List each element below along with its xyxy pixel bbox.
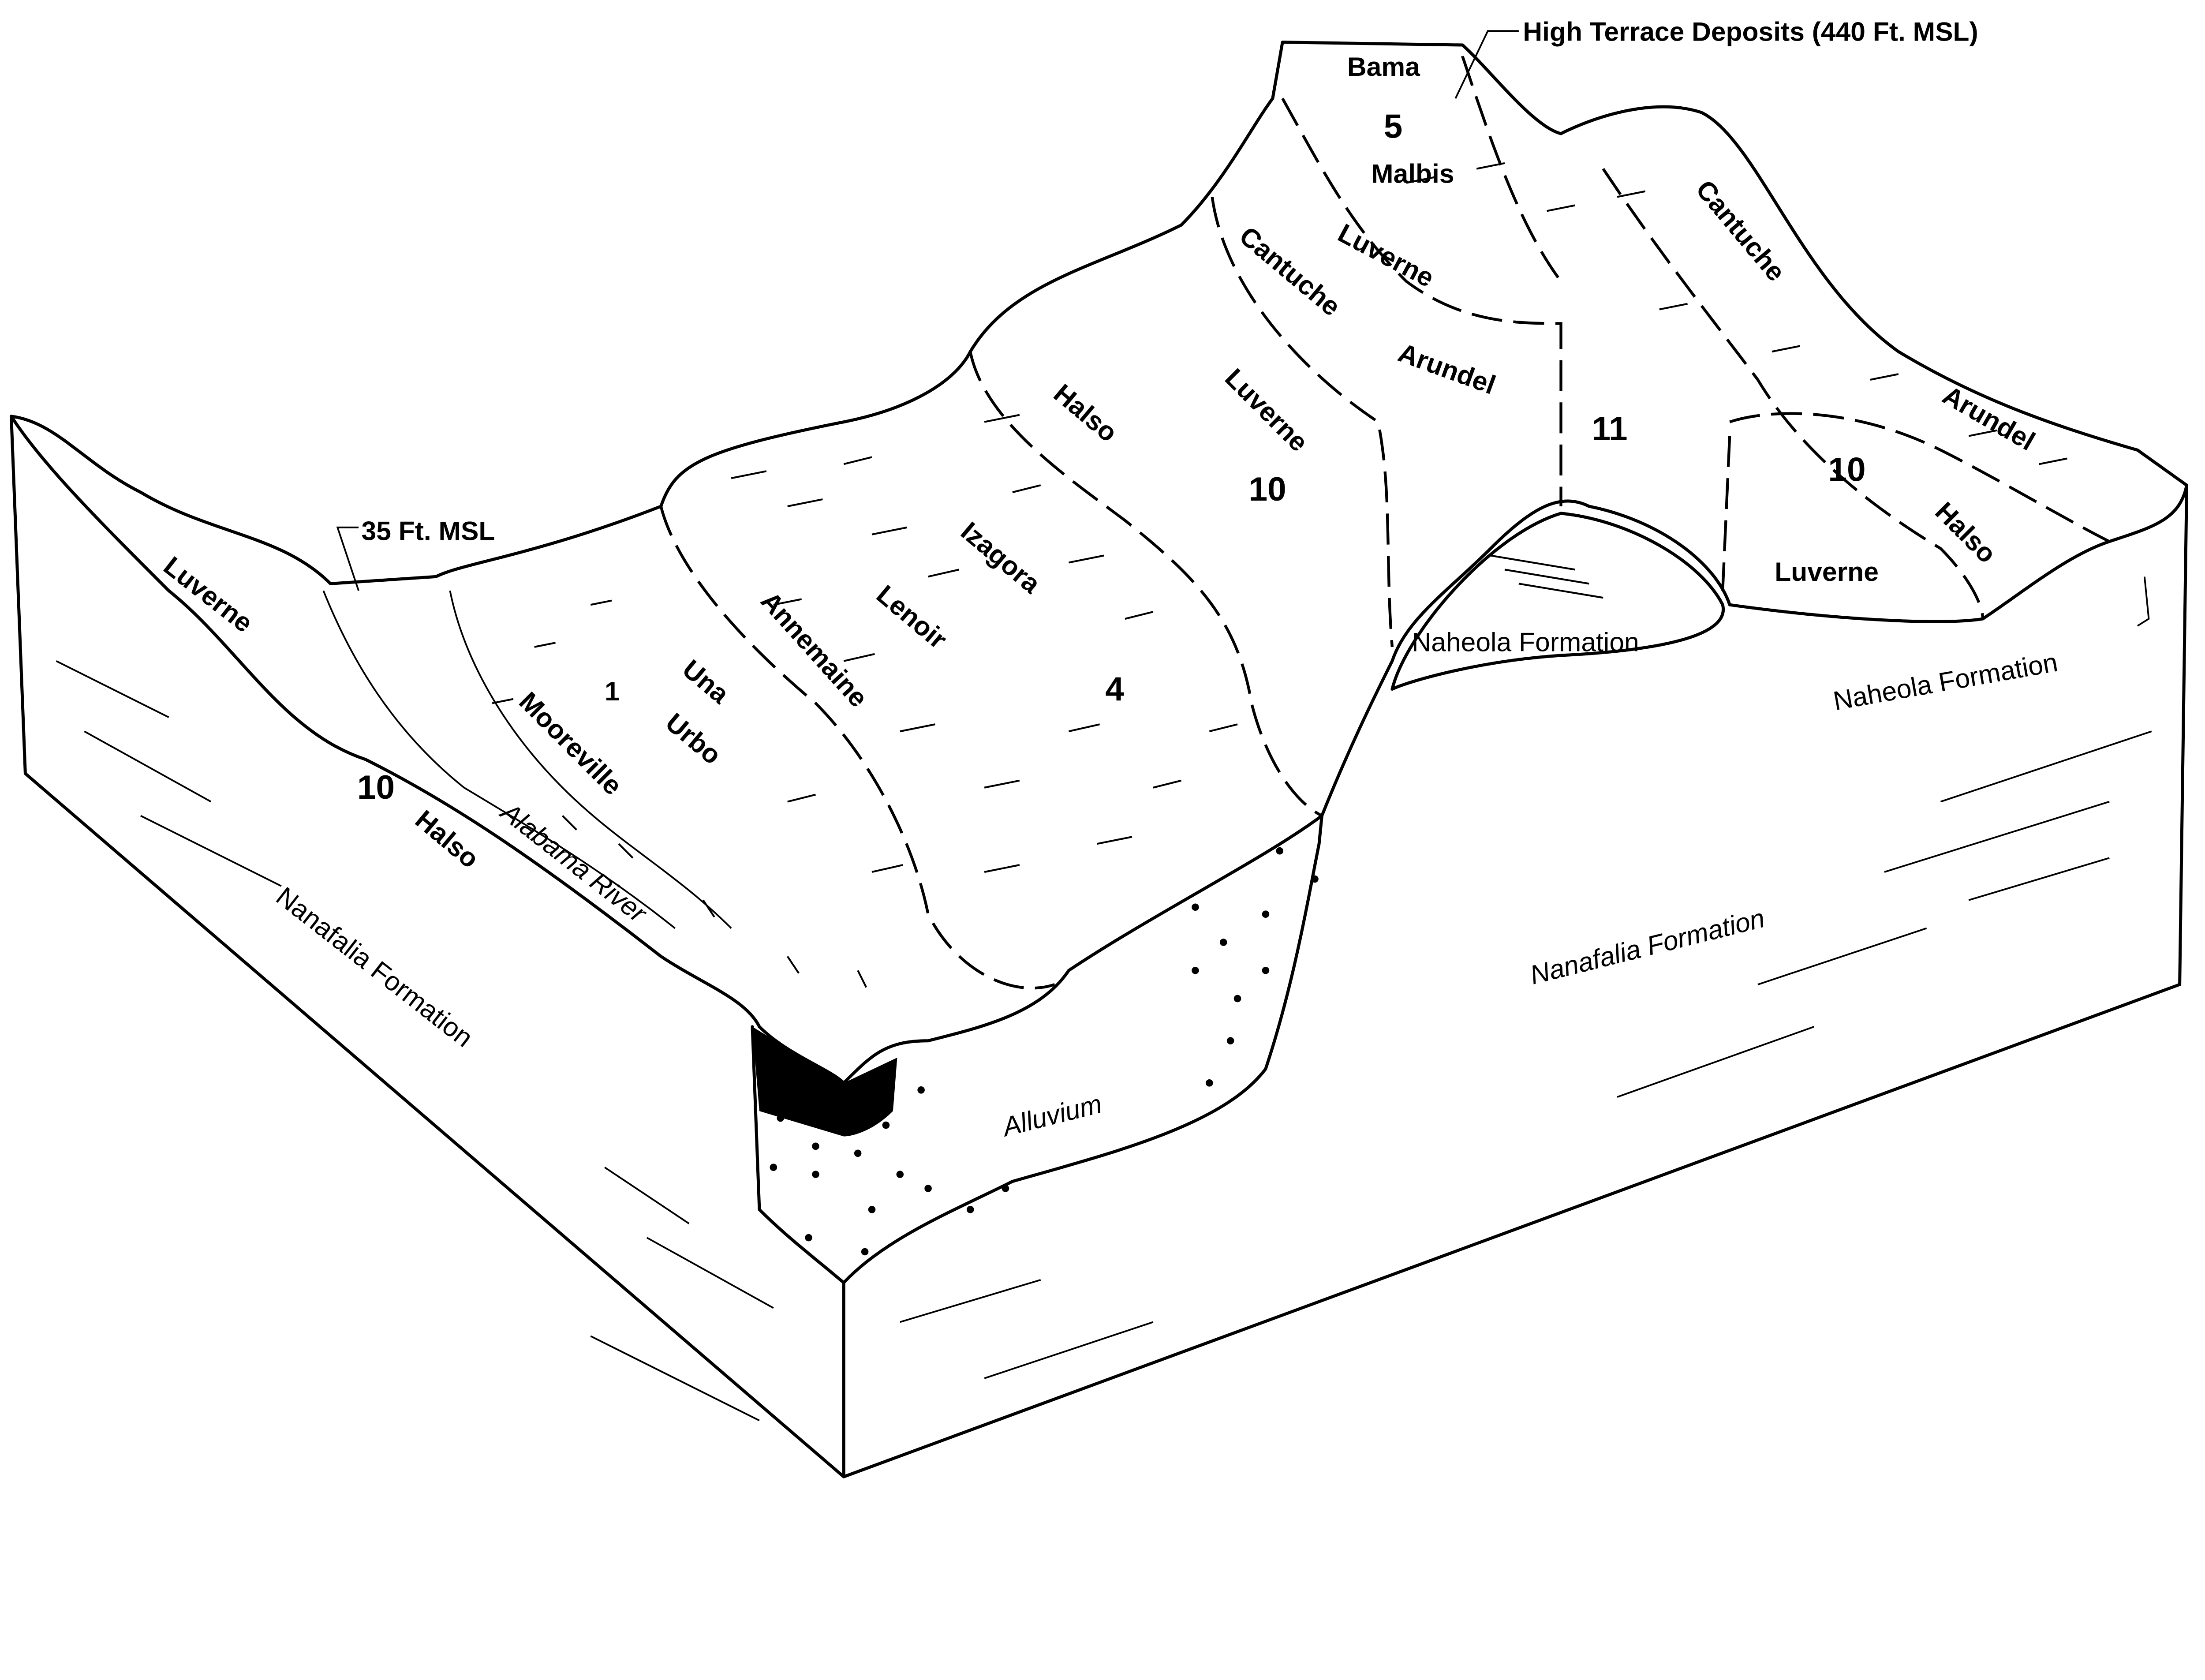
soil-cantuche-center: Cantuche <box>1234 221 1346 322</box>
soil-luverne-right: Luverne <box>1775 557 1879 587</box>
elevation-callout: 35 Ft. MSL <box>362 516 495 546</box>
soil-malbis: Malbis <box>1371 159 1454 189</box>
naheola-formation-center: Naheola Formation <box>1412 627 1639 657</box>
map-unit-4: 4 <box>1105 670 1124 708</box>
soil-halso-center: Halso <box>1048 378 1123 448</box>
soil-cantuche-right: Cantuche <box>1690 174 1792 287</box>
soil-lenoir: Lenoir <box>871 579 953 655</box>
soil-arundel-right: Arundel <box>1938 380 2040 456</box>
map-unit-10-center: 10 <box>1249 471 1286 508</box>
alluvium-label: Alluvium <box>998 1089 1105 1142</box>
alabama-river-label: Alabama River <box>495 796 654 929</box>
block-outline <box>10 30 2189 1478</box>
block-diagram: High Terrace Deposits (440 Ft. MSL) 35 F… <box>10 16 2189 1478</box>
slope-hachures <box>492 162 2067 988</box>
soil-halso-right: Halso <box>1929 496 2002 569</box>
river-channel <box>752 1026 897 1137</box>
soil-luverne-center: Luverne <box>1219 363 1314 457</box>
soil-luverne-top: Luverne <box>1333 218 1439 293</box>
high-terrace-callout: High Terrace Deposits (440 Ft. MSL) <box>1523 16 1978 46</box>
strata-lines <box>56 660 2152 1422</box>
soil-annemaine: Annemaine <box>755 586 874 713</box>
soil-arundel-center: Arundel <box>1394 337 1499 400</box>
map-unit-10-right: 10 <box>1828 451 1865 489</box>
soil-izagora: Izagora <box>955 516 1046 599</box>
soil-halso-left: Halso <box>410 804 485 874</box>
map-unit-10-left: 10 <box>357 769 395 806</box>
naheola-formation-right: Naheola Formation <box>1831 647 2060 716</box>
map-unit-5: 5 <box>1384 108 1403 145</box>
soil-urbo: Urbo <box>660 707 727 770</box>
map-unit-1: 1 <box>605 676 620 706</box>
alluvium-dots <box>770 847 1319 1256</box>
map-unit-11: 11 <box>1592 410 1628 448</box>
soil-una: Una <box>677 654 735 709</box>
nanafalia-formation-right: Nanafalia Formation <box>1527 903 1768 990</box>
nanafalia-formation-left: Nanafalia Formation <box>271 881 479 1052</box>
soil-bama: Bama <box>1347 52 1420 82</box>
